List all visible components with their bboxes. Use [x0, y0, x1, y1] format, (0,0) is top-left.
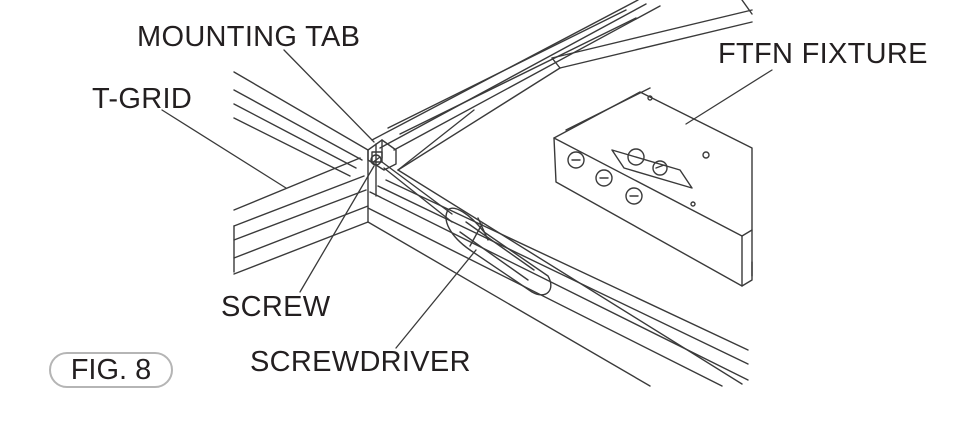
screwdriver-shape [381, 161, 552, 296]
lower-grid-runner [367, 143, 749, 387]
fixture-frame [397, 9, 753, 385]
upper-grid-runner [371, 0, 753, 151]
figure-badge: FIG. 8 [49, 352, 173, 388]
mounting-tab-shape [367, 139, 397, 171]
screwdriver-label: SCREWDRIVER [250, 346, 471, 378]
driver-box [553, 87, 753, 287]
t-grid-label: T-GRID [92, 83, 193, 115]
leader-lines [161, 49, 773, 349]
t-grid-runner [233, 71, 369, 275]
screw-label: SCREW [221, 291, 331, 323]
screw-shape [370, 154, 382, 166]
figure-number: FIG. 8 [70, 353, 152, 386]
mounting-tab-label: MOUNTING TAB [137, 21, 361, 53]
fixture-label: FTFN FIXTURE [718, 38, 928, 70]
